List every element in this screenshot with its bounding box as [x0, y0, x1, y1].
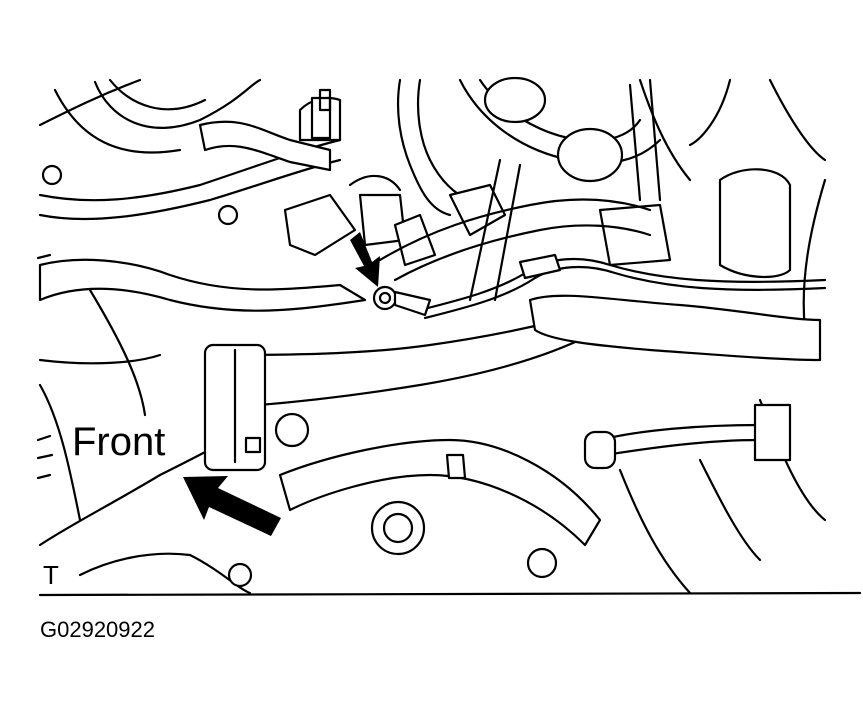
main-horizontal-pipe [38, 258, 822, 472]
ground-bolt-pointer-arrow-icon [350, 232, 380, 287]
ground-bolt [372, 285, 432, 317]
corner-reference-label: T [43, 560, 59, 590]
front-direction-label: Front [72, 420, 166, 464]
engine-outline [38, 78, 862, 597]
right-component [598, 78, 792, 279]
diagonal-pipe [378, 158, 652, 302]
front-direction-arrow-icon [183, 476, 281, 536]
figure-code: G02920922 [40, 617, 155, 642]
lower-housing [274, 403, 792, 579]
top-hose [396, 76, 662, 217]
upper-hose [198, 88, 342, 172]
edge-dashes [36, 164, 253, 588]
wire-harness [418, 253, 827, 320]
